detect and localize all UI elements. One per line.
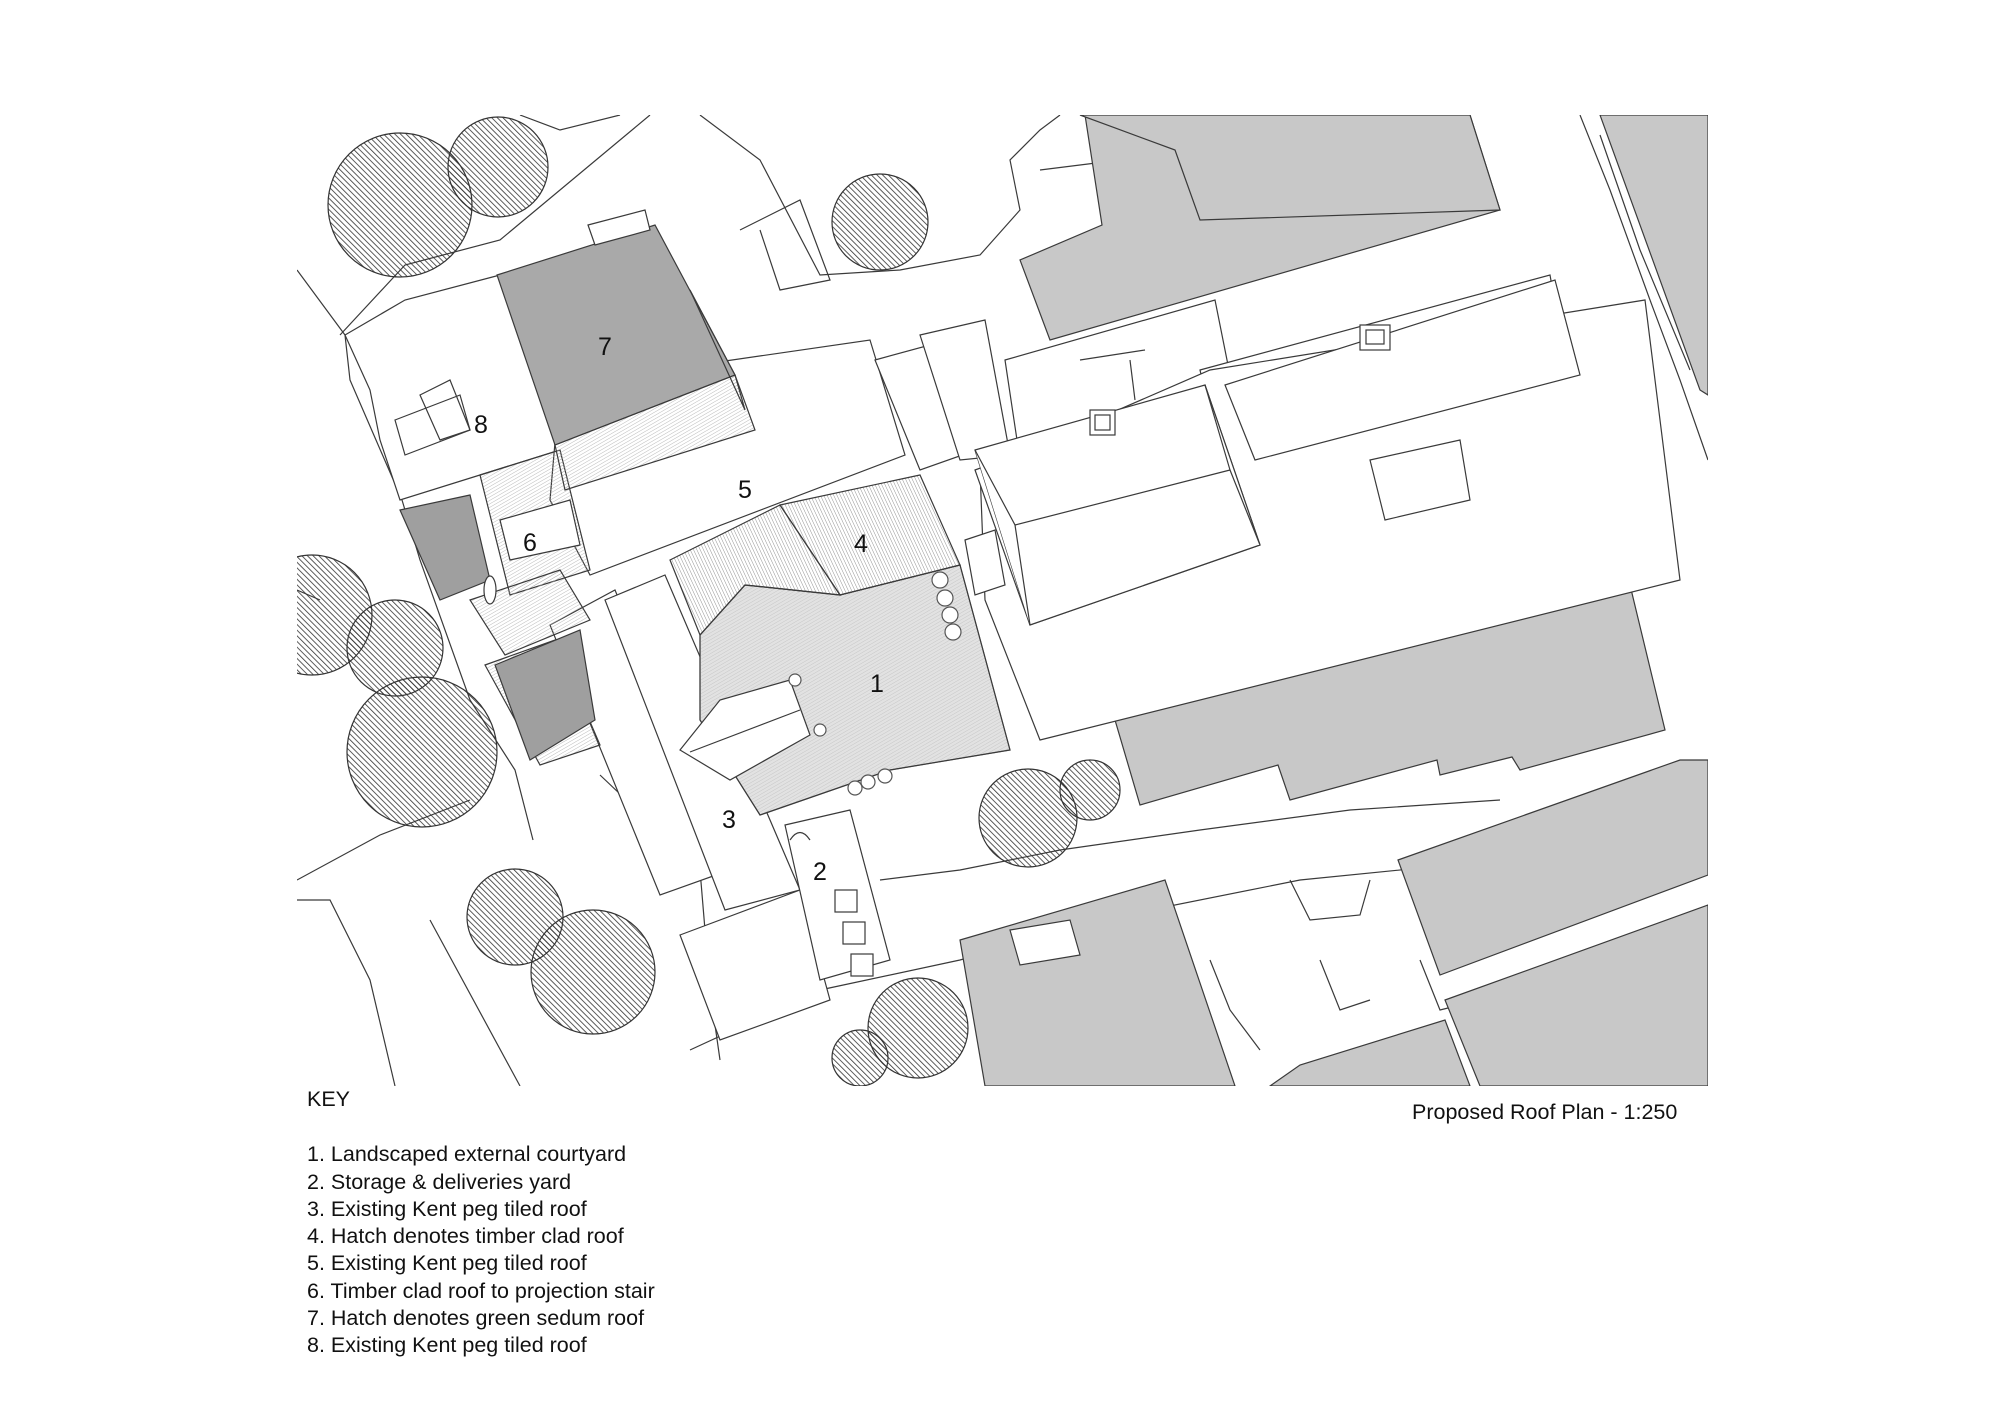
area-7-sedum-roof <box>496 209 756 491</box>
trees <box>297 116 1121 1086</box>
courtyard-gable-roof <box>679 679 811 781</box>
area-label-1: 1 <box>870 670 884 698</box>
key-item: 3. Existing Kent peg tiled roof <box>307 1196 587 1221</box>
tree <box>346 676 498 828</box>
area-2-yard-planters <box>789 831 874 977</box>
key-item: 6. Timber clad roof to projection stair <box>307 1278 655 1303</box>
tree <box>1059 759 1121 821</box>
roof-details <box>964 324 1391 596</box>
key-item: 5. Existing Kent peg tiled roof <box>307 1251 587 1276</box>
plan-title: Proposed Roof Plan - 1:250 <box>1412 1100 1678 1124</box>
neighbouring-roofs <box>959 115 1708 1086</box>
hipped-roof-building <box>974 384 1261 626</box>
key-legend: KEY 1. Landscaped external courtyard 2. … <box>307 1086 655 1360</box>
tree <box>831 1029 889 1086</box>
key-list: 1. Landscaped external courtyard 2. Stor… <box>307 1141 655 1359</box>
key-item: 8. Existing Kent peg tiled roof <box>307 1333 587 1358</box>
area-label-7: 7 <box>598 333 612 361</box>
tree <box>831 173 929 271</box>
key-item: 1. Landscaped external courtyard <box>307 1142 627 1167</box>
tree <box>447 116 549 218</box>
tree <box>530 909 656 1035</box>
site-boundary-lines <box>297 115 1708 1086</box>
area-label-2: 2 <box>813 858 827 886</box>
area-label-5: 5 <box>738 476 752 504</box>
key-title: KEY <box>307 1087 351 1111</box>
area-label-6: 6 <box>523 529 537 557</box>
tree <box>978 768 1078 868</box>
key-item: 2. Storage & deliveries yard <box>307 1169 572 1194</box>
area-label-3: 3 <box>722 806 736 834</box>
area-labels: 1 2 3 4 5 6 7 8 <box>474 333 884 886</box>
key-item: 4. Hatch denotes timber clad roof <box>307 1224 624 1249</box>
area-1-courtyard <box>699 564 1011 816</box>
courtyard-shrubs <box>788 571 962 796</box>
area-label-8: 8 <box>474 411 488 439</box>
area-label-4: 4 <box>854 530 868 558</box>
tree <box>867 977 969 1079</box>
area-6-timber-roof <box>399 449 601 766</box>
area-4-timber-roof <box>669 474 961 637</box>
key-item: 7. Hatch denotes green sedum roof <box>307 1306 645 1331</box>
